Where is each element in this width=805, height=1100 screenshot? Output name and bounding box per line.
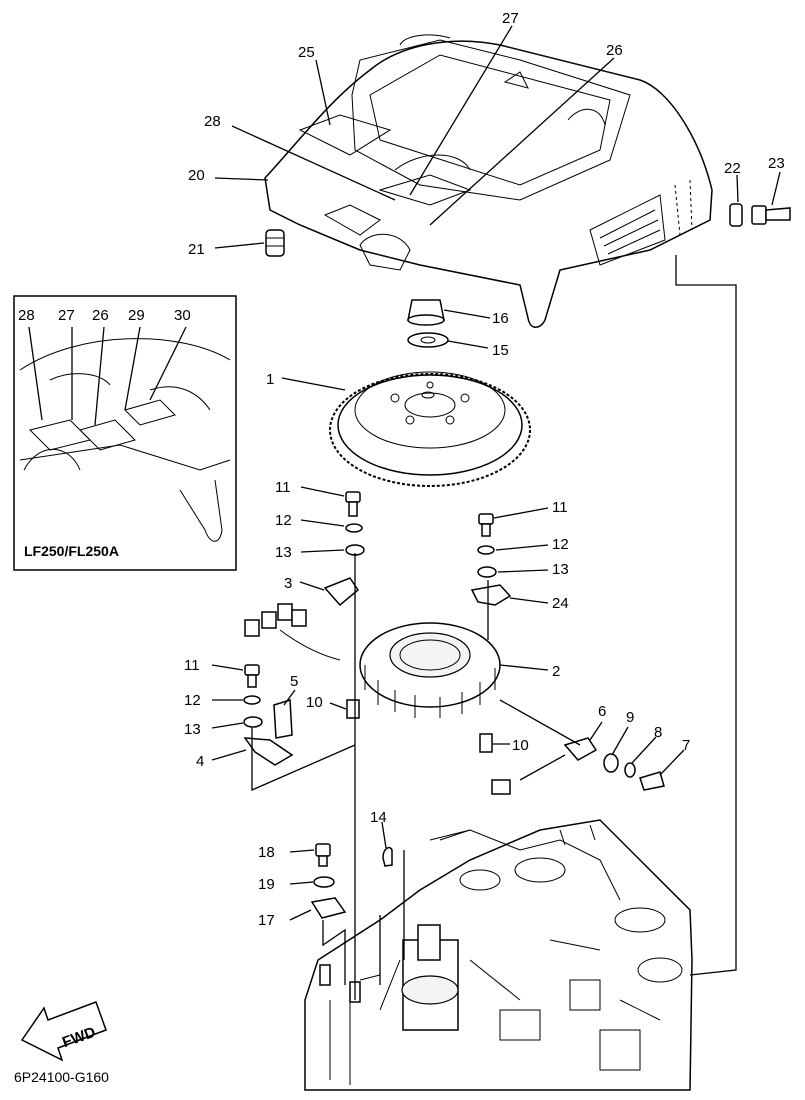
callout-11b: 11 [552, 499, 568, 516]
clamp-part-3 [323, 577, 359, 607]
callout-12b: 12 [552, 536, 569, 553]
callout-11a: 11 [275, 479, 291, 496]
callout-12c: 12 [184, 692, 201, 709]
inset-model-label: LF250/FL250A [24, 543, 119, 559]
callout-11c: 11 [184, 657, 200, 674]
callout-13c: 13 [184, 721, 201, 738]
callout-6: 6 [598, 703, 606, 720]
callout-16: 16 [492, 310, 509, 327]
washer-part-12b [477, 545, 495, 555]
callout-13a: 13 [275, 544, 292, 561]
callout-10b: 10 [512, 737, 529, 754]
callout-numbers: 1 2 3 4 5 6 7 8 9 10 10 11 11 11 12 12 1… [184, 10, 785, 929]
callout-1: 1 [266, 371, 274, 388]
inset-callout-28: 28 [18, 307, 35, 324]
bolt-part-11a [345, 491, 361, 517]
bracket-part-17 [310, 897, 347, 919]
callout-19: 19 [258, 876, 275, 893]
inset-callout-27: 27 [58, 307, 75, 324]
engine-block [304, 819, 693, 1091]
washer-part-8 [624, 762, 636, 778]
bolt-part-23 [751, 205, 791, 225]
callout-3: 3 [284, 575, 292, 592]
key-part-14 [382, 846, 393, 867]
callout-15: 15 [492, 342, 509, 359]
callout-20: 20 [188, 167, 205, 184]
washer-part-22 [729, 203, 743, 227]
washer-part-15 [407, 332, 449, 348]
bolt-part-18 [315, 843, 331, 867]
stator-wiring [244, 603, 341, 661]
bolt-part-11c [244, 664, 260, 688]
callout-26: 26 [606, 42, 623, 59]
inset-callout-26: 26 [92, 307, 109, 324]
callout-14: 14 [370, 809, 387, 826]
collar-part-10b [479, 733, 493, 753]
flywheel-nut-part-16 [407, 299, 445, 326]
callout-2: 2 [552, 663, 560, 680]
inset-detail: 28 27 26 29 30 LF250/FL250A [13, 295, 237, 571]
callout-25: 25 [298, 44, 315, 61]
inset-callout-29: 29 [128, 307, 145, 324]
grommet-part-21 [265, 229, 285, 257]
washer-part-13c [243, 716, 263, 728]
callout-22: 22 [724, 160, 741, 177]
washer-part-19 [313, 876, 335, 888]
washer-part-13b [477, 566, 497, 578]
bracket-part-4 [243, 737, 294, 766]
inset-callout-30: 30 [174, 307, 191, 324]
callout-12a: 12 [275, 512, 292, 529]
callout-5: 5 [290, 673, 298, 690]
washer-part-12c [243, 695, 261, 705]
callout-9: 9 [626, 709, 634, 726]
callout-27: 27 [502, 10, 519, 27]
clip-part-5 [273, 698, 293, 739]
fwd-arrow: FWD [20, 1001, 107, 1062]
callout-23: 23 [768, 155, 785, 172]
flywheel-cover [264, 34, 713, 328]
collar-part-10a [346, 699, 360, 719]
callout-4: 4 [196, 753, 204, 770]
flywheel-part-1 [329, 371, 531, 487]
callout-10a: 10 [306, 694, 323, 711]
leader-lines [211, 25, 781, 1000]
washer-part-12a [345, 523, 363, 533]
callout-7: 7 [682, 737, 690, 754]
callout-21: 21 [188, 241, 205, 258]
callout-18: 18 [258, 844, 275, 861]
screw-part-7 [639, 771, 665, 791]
stator-part-2 [359, 622, 501, 718]
bolt-part-11b [478, 513, 494, 537]
callout-8: 8 [654, 724, 662, 741]
callout-17: 17 [258, 912, 275, 929]
callout-13b: 13 [552, 561, 569, 578]
washer-part-9 [603, 753, 619, 773]
clamp-part-24 [470, 584, 512, 606]
sensor-part-6 [491, 737, 598, 795]
diagram-code: 6P24100-G160 [14, 1069, 109, 1085]
callout-28: 28 [204, 113, 221, 130]
callout-24: 24 [552, 595, 569, 612]
